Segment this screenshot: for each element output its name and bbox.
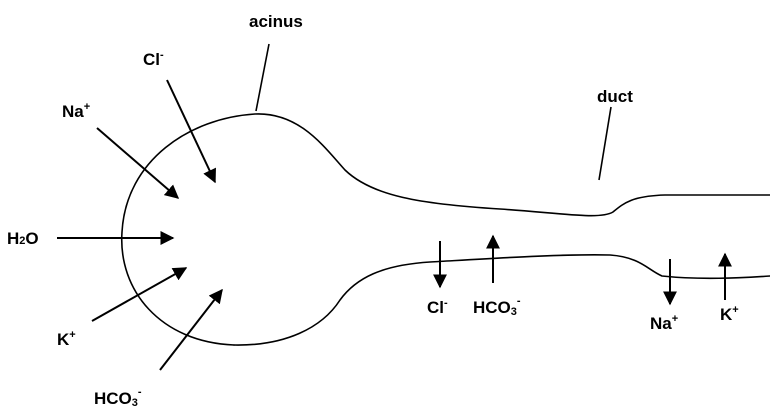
- duct-label: duct: [597, 87, 633, 106]
- hco3-label: HCO3-: [94, 386, 142, 409]
- duct-leader-line: [599, 107, 611, 180]
- h2o-label: H2O: [7, 229, 39, 248]
- gland-outline-upper: [122, 114, 770, 345]
- cl-arrow: [167, 80, 215, 182]
- cl-label: Cl-: [143, 49, 164, 69]
- acinus-label: acinus: [249, 12, 303, 31]
- duct-hco3-label: HCO3-: [473, 295, 521, 318]
- hco3-arrow: [160, 290, 222, 370]
- duct-cl-label: Cl-: [427, 297, 448, 317]
- duct-k-label: K+: [720, 304, 739, 324]
- na-arrow: [97, 128, 178, 198]
- k-label: K+: [57, 329, 76, 349]
- duct-na-label: Na+: [650, 313, 678, 333]
- acinus-leader-line: [256, 44, 269, 111]
- k-arrow: [92, 268, 186, 321]
- na-label: Na+: [62, 101, 90, 121]
